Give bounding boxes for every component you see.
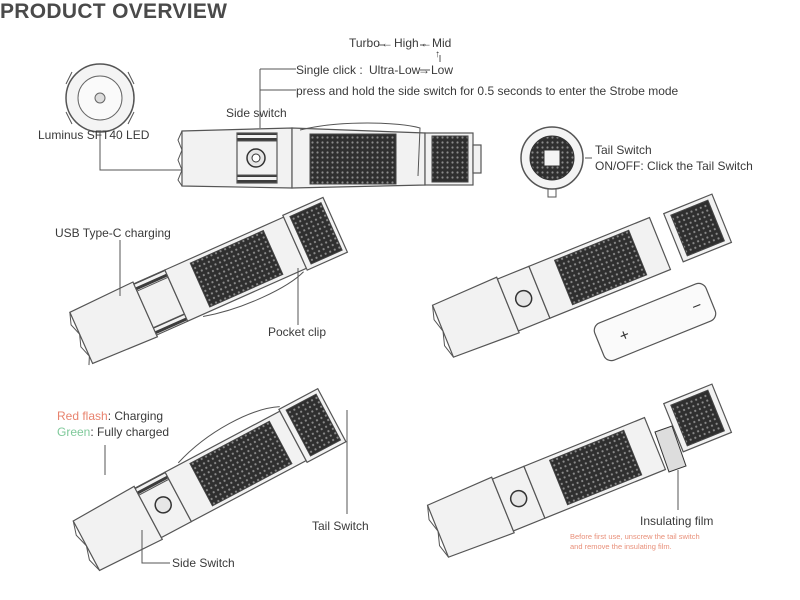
battery: + − xyxy=(593,282,717,362)
green-desc: : Fully charged xyxy=(90,425,170,439)
first-use-note-line1: Before first use, unscrew the tail switc… xyxy=(570,532,700,541)
arrow-up-icon: ↑ xyxy=(435,49,440,60)
red-flash-line: Red flash: Charging xyxy=(57,409,163,423)
insulating-film-label: Insulating film xyxy=(640,514,714,528)
green-label: Green xyxy=(57,425,91,439)
led-head-view xyxy=(65,63,135,133)
insulating-film xyxy=(654,425,687,473)
arrow-right-icon: → xyxy=(418,63,430,77)
tail-switch-label-bottom: Tail Switch xyxy=(312,519,369,533)
mode-low: Low xyxy=(431,63,454,77)
knurled-grip xyxy=(309,133,397,185)
flashlight-insulating-film-view xyxy=(426,383,733,558)
strobe-instruction: press and hold the side switch for 0.5 s… xyxy=(296,84,679,98)
pocket-clip-label: Pocket clip xyxy=(268,325,327,339)
side-switch-label-bottom: Side Switch xyxy=(172,556,235,570)
red-flash-label: Red flash xyxy=(57,409,108,423)
red-flash-desc: : Charging xyxy=(107,409,164,423)
tail-switch-desc: ON/OFF: Click the Tail Switch xyxy=(595,159,753,173)
flashlight-battery-view: + − xyxy=(431,193,733,362)
mode-ultra-low: Ultra-Low xyxy=(369,63,421,77)
first-use-note-line2: and remove the insulating film. xyxy=(570,542,672,551)
arrow-left-icon: ← xyxy=(420,36,432,50)
usb-charging-label: USB Type-C charging xyxy=(55,226,171,240)
flashlight-side-view xyxy=(177,122,482,189)
single-click-label: Single click : xyxy=(296,63,363,77)
tail-switch-title: Tail Switch xyxy=(595,143,652,157)
side-switch-label-top: Side switch xyxy=(226,106,287,120)
mode-turbo: Turbo xyxy=(349,36,380,50)
tail-switch-view xyxy=(520,126,584,198)
led-label: Luminus SFT40 LED xyxy=(38,128,150,142)
page-title: PRODUCT OVERVIEW xyxy=(0,0,228,23)
arrow-left-icon: ← xyxy=(381,36,393,50)
flashlight-charging-view xyxy=(72,387,347,572)
flashlight-usb-view xyxy=(69,196,349,366)
mode-high: High xyxy=(394,36,419,50)
mode-mid: Mid xyxy=(432,36,452,50)
green-line: Green: Fully charged xyxy=(57,425,169,439)
